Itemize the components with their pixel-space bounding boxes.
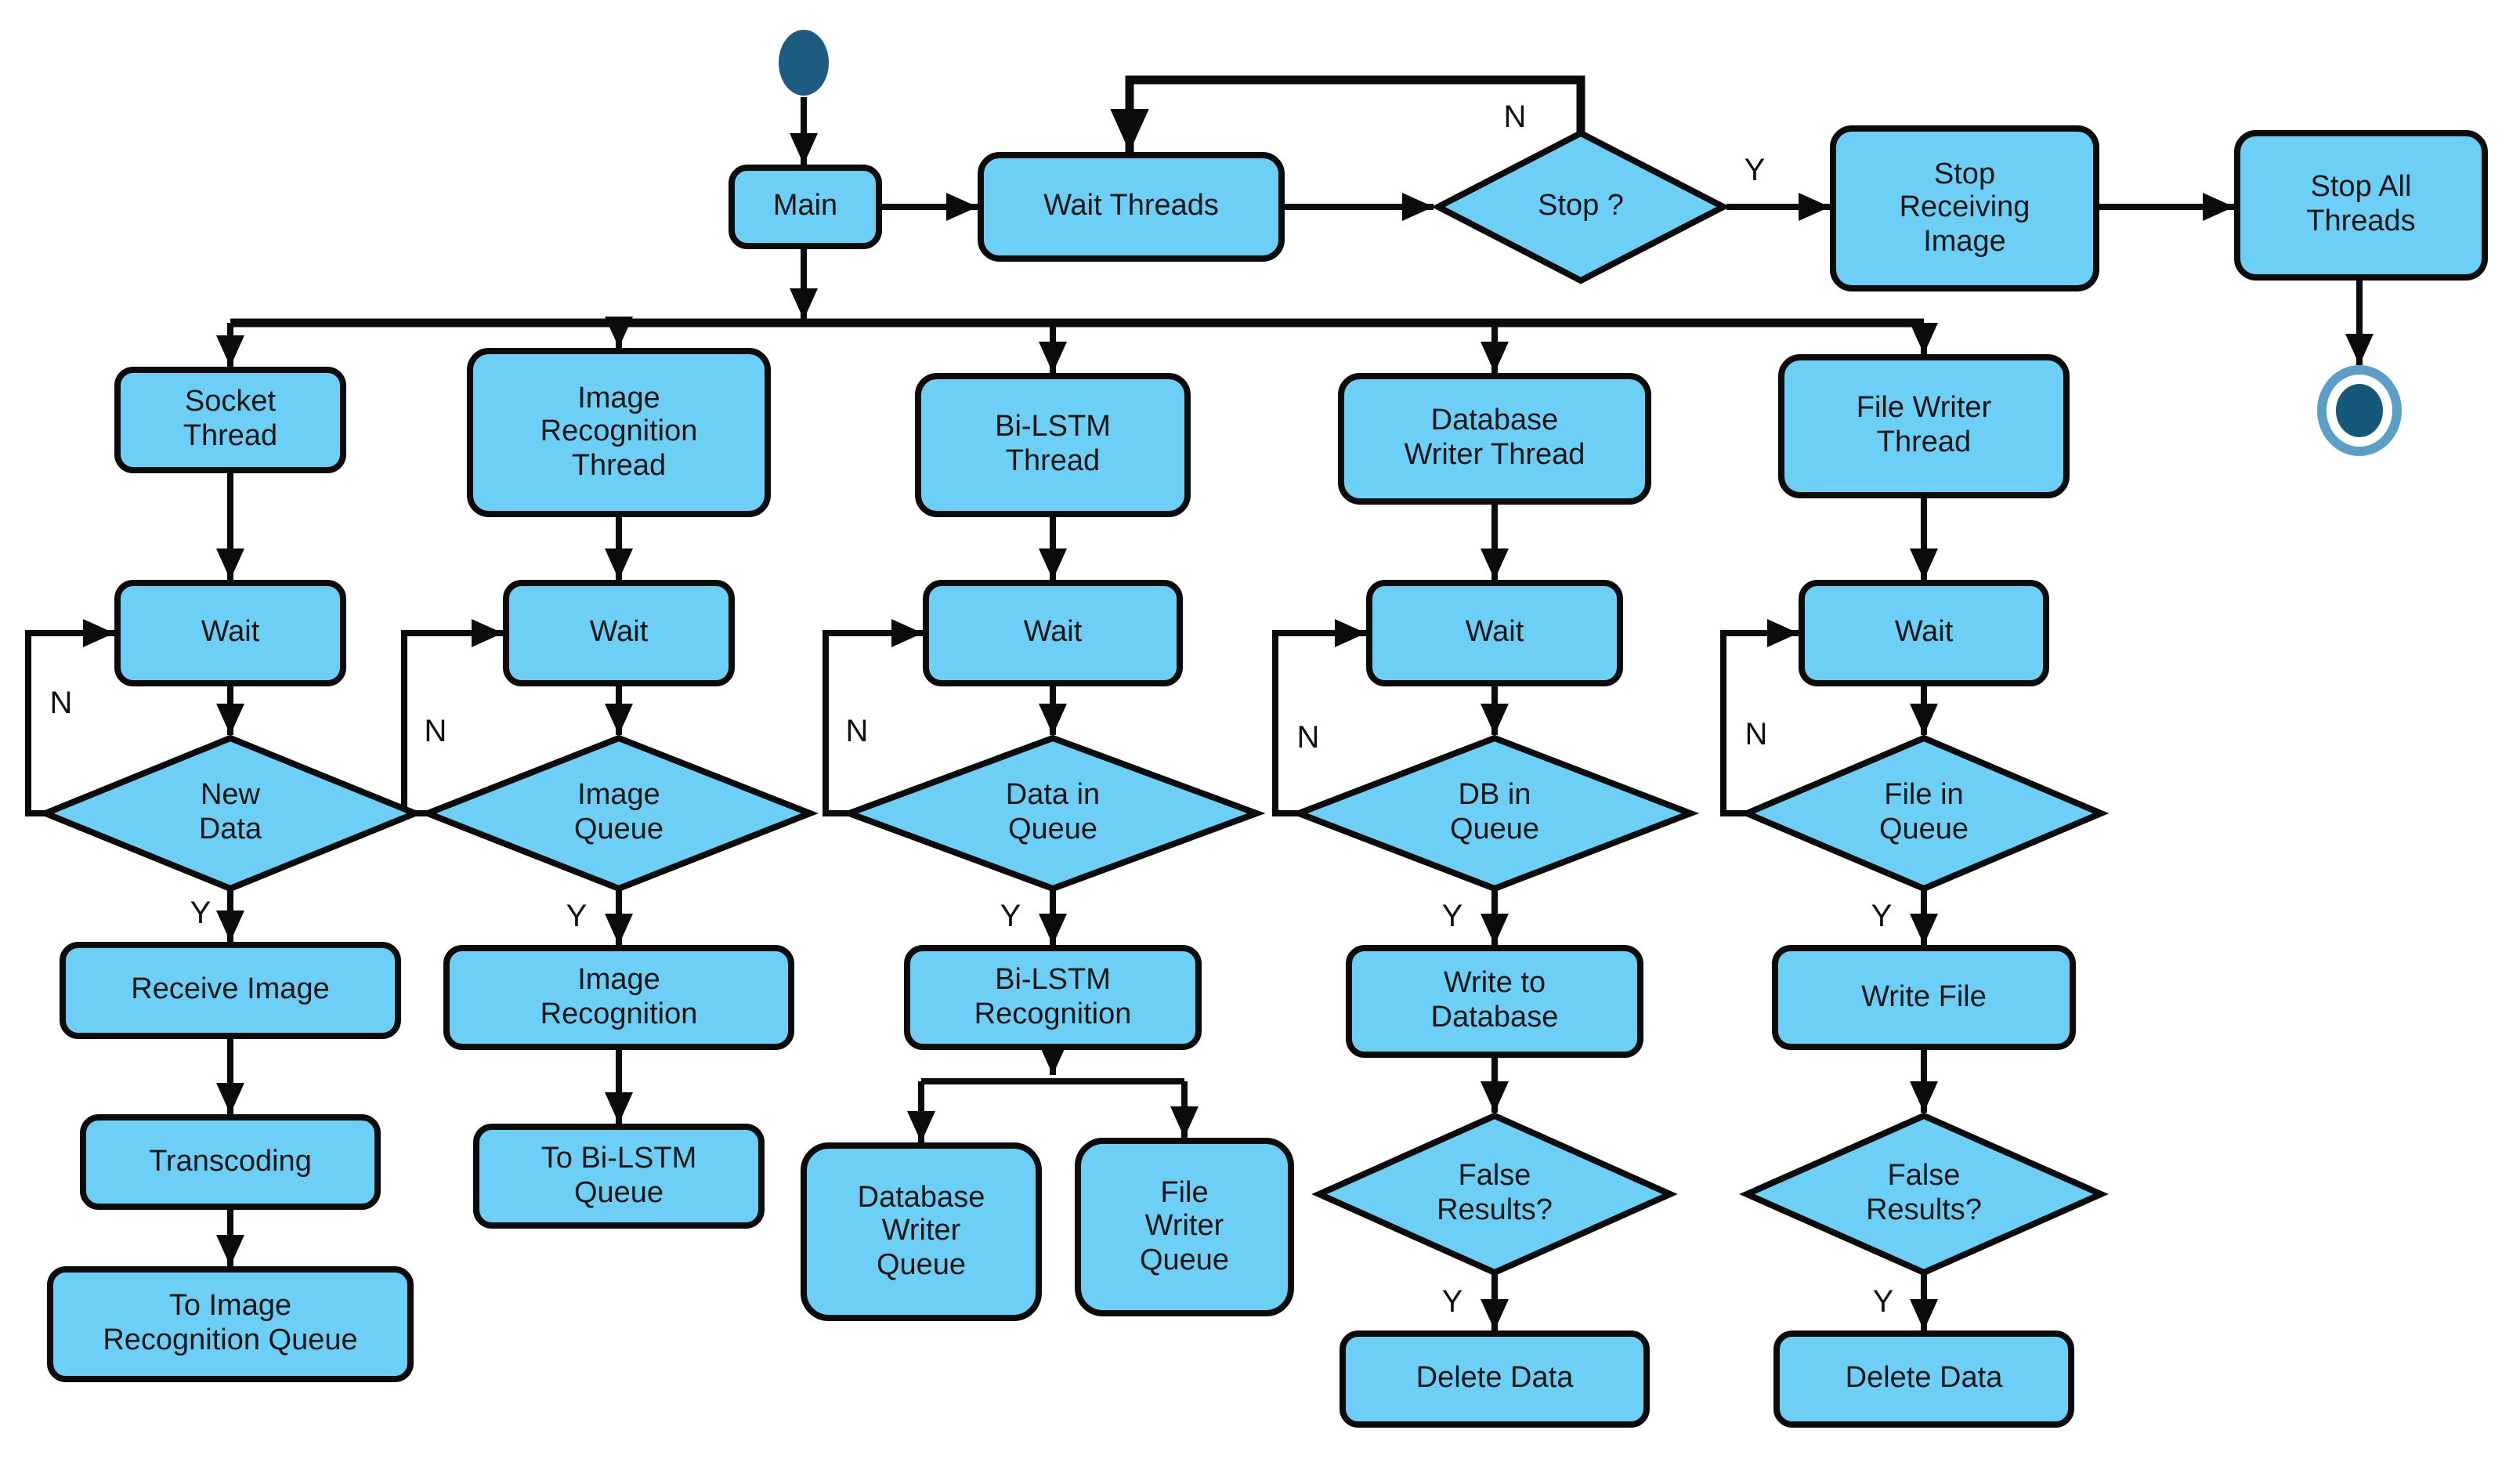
- db-delete-data-node: [1340, 1330, 1650, 1428]
- receive-image-node: [60, 942, 401, 1039]
- file-writer-no-loop: [1720, 619, 1799, 816]
- image-recognition-wait-node: [503, 580, 735, 686]
- bilstm-recognition-node: [904, 945, 1202, 1050]
- write-to-database-node: [1346, 945, 1643, 1058]
- stop-decision-diamond: [1431, 129, 1730, 284]
- data-in-queue-diamond: [840, 734, 1266, 892]
- db-writer-column-connectors: [1272, 501, 1509, 1330]
- db-in-queue-diamond: [1289, 734, 1700, 892]
- top-row-connectors: [790, 75, 2374, 365]
- stop-all-threads-node: [2234, 130, 2488, 281]
- socket-no-loop: [25, 619, 114, 816]
- file-writer-thread-node: [1778, 354, 2070, 498]
- image-recognition-column-connectors: [401, 514, 633, 1124]
- db-false-results-diamond: [1311, 1112, 1678, 1276]
- start-state: [779, 30, 829, 96]
- write-file-node: [1772, 945, 2076, 1050]
- end-state: [2317, 365, 2402, 456]
- wait-threads-node: [978, 152, 1285, 262]
- stop-no-loop: [1110, 75, 1585, 152]
- db-writer-wait-node: [1366, 580, 1623, 686]
- transcoding-node: [80, 1114, 381, 1210]
- bilstm-thread-node: [915, 373, 1191, 517]
- socket-wait-node: [114, 580, 346, 686]
- bilstm-column-connectors: [823, 514, 1199, 1142]
- file-writer-queue-node: [1075, 1138, 1294, 1316]
- bilstm-no-loop: [823, 619, 923, 816]
- bilstm-wait-node: [923, 580, 1183, 686]
- stop-receiving-image-node: [1830, 125, 2099, 291]
- db-writer-thread-node: [1338, 373, 1651, 505]
- new-data-diamond: [37, 734, 424, 892]
- image-recognition-node: [443, 945, 794, 1050]
- db-writer-no-loop: [1272, 619, 1366, 816]
- socket-thread-node: [114, 367, 346, 473]
- image-recognition-thread-node: [467, 348, 771, 517]
- nodes: [37, 30, 2488, 1428]
- file-writer-column-connectors: [1720, 495, 1938, 1330]
- socket-column-connectors: [25, 470, 244, 1266]
- file-delete-data-node: [1773, 1330, 2074, 1428]
- to-bilstm-queue-node: [473, 1124, 765, 1229]
- to-image-recognition-queue-node: [47, 1266, 414, 1382]
- distribution-connectors: [216, 248, 1938, 373]
- file-in-queue-diamond: [1738, 734, 2110, 892]
- database-writer-queue-node: [801, 1142, 1042, 1321]
- main-node: [729, 165, 882, 249]
- image-queue-diamond: [419, 734, 819, 892]
- file-writer-wait-node: [1799, 580, 2049, 686]
- file-false-results-diamond: [1739, 1112, 2109, 1276]
